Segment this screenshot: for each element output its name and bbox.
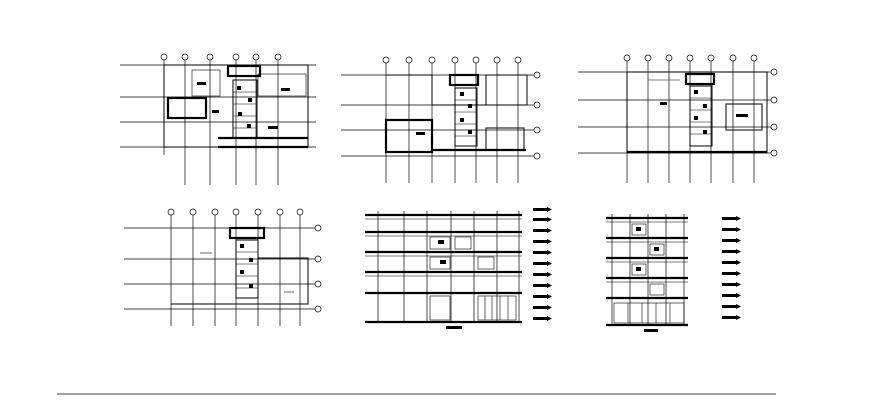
plan-4-grid-lines xyxy=(124,212,318,326)
elevation-columns xyxy=(377,211,520,322)
plan-1-grid-lines xyxy=(120,55,316,185)
plan-2-grid-bubbles xyxy=(382,56,541,160)
plan-4-fixtures xyxy=(240,244,253,288)
floor-plan-1 xyxy=(120,53,316,185)
plan-1-walls xyxy=(163,64,309,149)
plan-2-grid-lines xyxy=(341,60,537,183)
floor-plan-2 xyxy=(341,56,541,183)
section-columns xyxy=(611,214,685,325)
floor-plan-3 xyxy=(578,54,778,183)
plan-2-fixtures xyxy=(416,92,472,135)
section-windows xyxy=(613,223,685,324)
elevation-title-bar xyxy=(446,326,462,329)
plan-1-grid-bubbles xyxy=(160,53,282,61)
plan-3-grid-bubbles xyxy=(623,54,778,157)
plan-2-walls xyxy=(384,73,528,154)
section-view xyxy=(606,214,741,332)
plan-3-fixtures xyxy=(660,90,748,134)
section-level-tags xyxy=(722,216,741,320)
plan-4-grid-bubbles xyxy=(167,208,322,313)
plan-3-walls xyxy=(626,71,768,154)
elevation-floors xyxy=(365,213,522,324)
plan-4-walls xyxy=(171,226,309,305)
plan-3-grid-lines xyxy=(578,58,774,183)
elevation-level-tags xyxy=(533,207,552,321)
section-title-bar xyxy=(644,329,658,332)
elevation-windows xyxy=(429,236,517,321)
plan-1-fixtures xyxy=(197,82,290,129)
section-floors xyxy=(606,216,688,327)
floor-plan-4 xyxy=(124,208,322,326)
elevation-view xyxy=(365,207,552,329)
